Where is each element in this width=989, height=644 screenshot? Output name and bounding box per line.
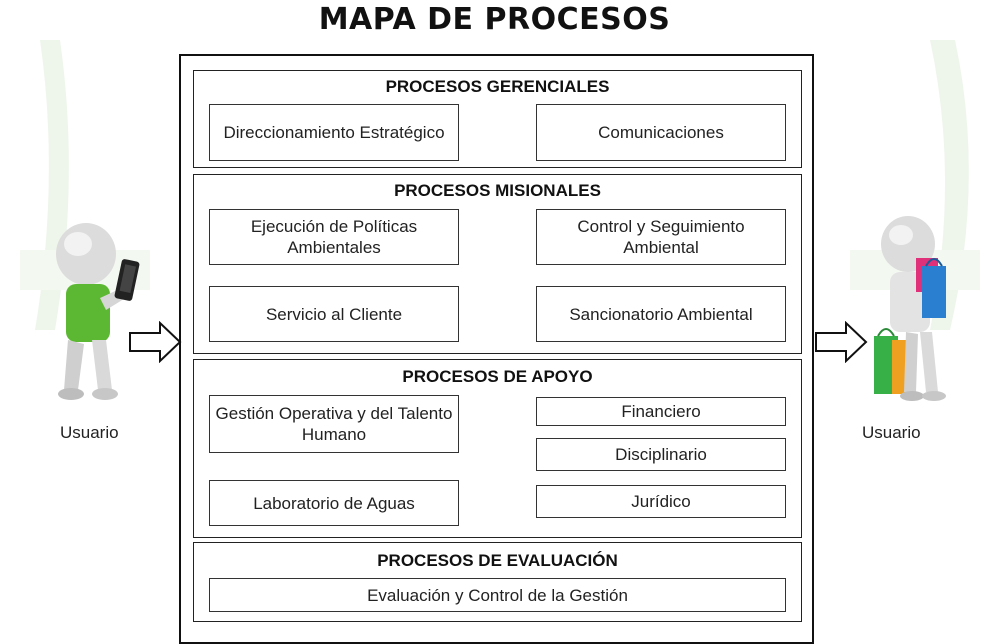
left-user-label: Usuario <box>60 423 119 442</box>
process-box-comunicaciones: Comunicaciones <box>536 104 786 161</box>
arrow-right-icon <box>129 321 182 363</box>
process-box-evaluacion-control: Evaluación y Control de la Gestión <box>209 578 786 612</box>
process-box-financiero: Financiero <box>536 397 786 426</box>
page-title: MAPA DE PROCESOS <box>318 2 671 37</box>
process-label: Servicio al Cliente <box>265 304 403 324</box>
process-label: Laboratorio de Aguas <box>253 493 415 513</box>
right-user-label: Usuario <box>862 423 921 442</box>
process-label: Financiero <box>621 402 701 421</box>
process-box-juridico: Jurídico <box>536 485 786 518</box>
process-label: Comunicaciones <box>598 123 724 142</box>
process-box-gestion-operativa: Gestión Operativa y del Talento Humano <box>209 395 459 453</box>
process-label: Evaluación y Control de la Gestión <box>367 585 628 605</box>
arrow-right-icon <box>815 321 868 363</box>
process-box-direccionamiento: Direccionamiento Estratégico <box>209 104 459 161</box>
process-label: Gestión Operativa y del Talento Humano <box>215 404 453 444</box>
section-title: PROCESOS DE APOYO <box>402 367 593 386</box>
process-box-laboratorio-aguas: Laboratorio de Aguas <box>209 480 459 526</box>
section-procesos-evaluacion: PROCESOS DE EVALUACIÓN Evaluación y Cont… <box>193 542 802 622</box>
user-with-phone-icon <box>56 223 140 400</box>
section-title: PROCESOS DE EVALUACIÓN <box>377 551 618 570</box>
process-box-control-seguimiento: Control y Seguimiento Ambiental <box>536 209 786 265</box>
process-box-servicio-cliente: Servicio al Cliente <box>209 286 459 342</box>
section-procesos-misionales: PROCESOS MISIONALES Ejecución de Polític… <box>193 174 802 354</box>
process-label: Control y Seguimiento Ambiental <box>577 217 745 257</box>
process-label: Disciplinario <box>615 445 707 464</box>
section-title: PROCESOS MISIONALES <box>394 181 601 200</box>
process-box-disciplinario: Disciplinario <box>536 438 786 471</box>
process-label: Ejecución de Políticas Ambientales <box>250 217 418 257</box>
process-box-sancionatorio: Sancionatorio Ambiental <box>536 286 786 342</box>
section-procesos-apoyo: PROCESOS DE APOYO Gestión Operativa y de… <box>193 359 802 538</box>
process-box-ejecucion-politicas: Ejecución de Políticas Ambientales <box>209 209 459 265</box>
process-label: Sancionatorio Ambiental <box>569 304 753 324</box>
process-label: Direccionamiento Estratégico <box>223 123 445 142</box>
user-with-shopping-bags-icon <box>874 216 946 401</box>
section-title: PROCESOS GERENCIALES <box>385 77 610 96</box>
process-label: Jurídico <box>631 492 691 511</box>
process-map-frame: PROCESOS GERENCIALES Direccionamiento Es… <box>179 54 814 644</box>
section-procesos-gerenciales: PROCESOS GERENCIALES Direccionamiento Es… <box>193 70 802 168</box>
